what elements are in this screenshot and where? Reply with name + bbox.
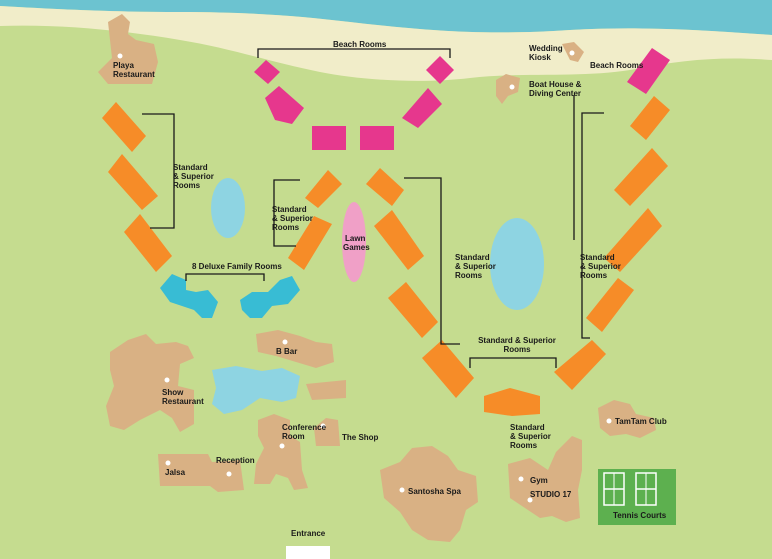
label-std-right-2: & Superior	[580, 262, 621, 271]
label-std-left-1: Standard	[173, 163, 208, 172]
label-std-left-3: Rooms	[173, 181, 201, 190]
label-lawn-2: Games	[343, 243, 370, 252]
label-std-midleft-3: Rooms	[272, 223, 300, 232]
label-std-center-1: Standard	[455, 253, 490, 262]
label-boat-house-1: Boat House &	[529, 80, 582, 89]
facility-buildings	[98, 14, 656, 542]
label-std-bottom-1: Standard	[510, 423, 545, 432]
label-gym: Gym	[530, 476, 548, 485]
label-tamtam: TamTam Club	[615, 417, 667, 426]
label-beach-rooms-right: Beach Rooms	[590, 61, 644, 70]
label-studio: STUDIO 17	[530, 490, 572, 499]
sea	[0, 0, 772, 35]
label-jalsa: Jalsa	[165, 468, 186, 477]
label-playa-1: Playa	[113, 61, 134, 70]
label-entrance: Entrance	[291, 529, 326, 538]
label-std-center-3: Rooms	[455, 271, 483, 280]
label-std-midleft-2: & Superior	[272, 214, 313, 223]
label-std-bottom-3: Rooms	[510, 441, 538, 450]
entrance-gate	[286, 546, 330, 559]
label-std-bottomtop-2: Rooms	[503, 345, 531, 354]
label-conference-1: Conference	[282, 423, 327, 432]
label-lawn-1: Lawn	[345, 234, 366, 243]
label-tennis: Tennis Courts	[613, 511, 667, 520]
lawn-games-area	[342, 202, 366, 282]
pool-left	[211, 178, 245, 238]
label-wedding-kiosk-1: Wedding	[529, 44, 563, 53]
tennis-courts	[598, 469, 676, 525]
label-reception: Reception	[216, 456, 255, 465]
label-std-bottom-2: & Superior	[510, 432, 551, 441]
label-boat-house-2: Diving Center	[529, 89, 582, 98]
location-dots	[117, 50, 612, 503]
bracket-lines	[142, 48, 604, 368]
label-conference-2: Room	[282, 432, 305, 441]
label-family-rooms: 8 Deluxe Family Rooms	[192, 262, 282, 271]
family-rooms	[160, 274, 300, 318]
label-show-1: Show	[162, 388, 184, 397]
label-beach-rooms-top: Beach Rooms	[333, 40, 387, 49]
beach	[0, 6, 772, 81]
standard-rooms	[102, 96, 670, 416]
label-std-bottomtop-1: Standard & Superior	[478, 336, 556, 345]
label-std-midleft-1: Standard	[272, 205, 307, 214]
label-std-left-2: & Superior	[173, 172, 214, 181]
label-bbar: B Bar	[276, 347, 298, 356]
label-playa-2: Restaurant	[113, 70, 155, 79]
label-std-right-3: Rooms	[580, 271, 608, 280]
pool-main	[212, 366, 300, 414]
label-spa: Santosha Spa	[408, 487, 461, 496]
label-std-right-1: Standard	[580, 253, 615, 262]
label-std-center-2: & Superior	[455, 262, 496, 271]
beach-rooms	[254, 48, 670, 150]
pool-right	[490, 218, 544, 310]
label-show-2: Restaurant	[162, 397, 204, 406]
label-wedding-kiosk-2: Kiosk	[529, 53, 551, 62]
label-theshop: The Shop	[342, 433, 379, 442]
